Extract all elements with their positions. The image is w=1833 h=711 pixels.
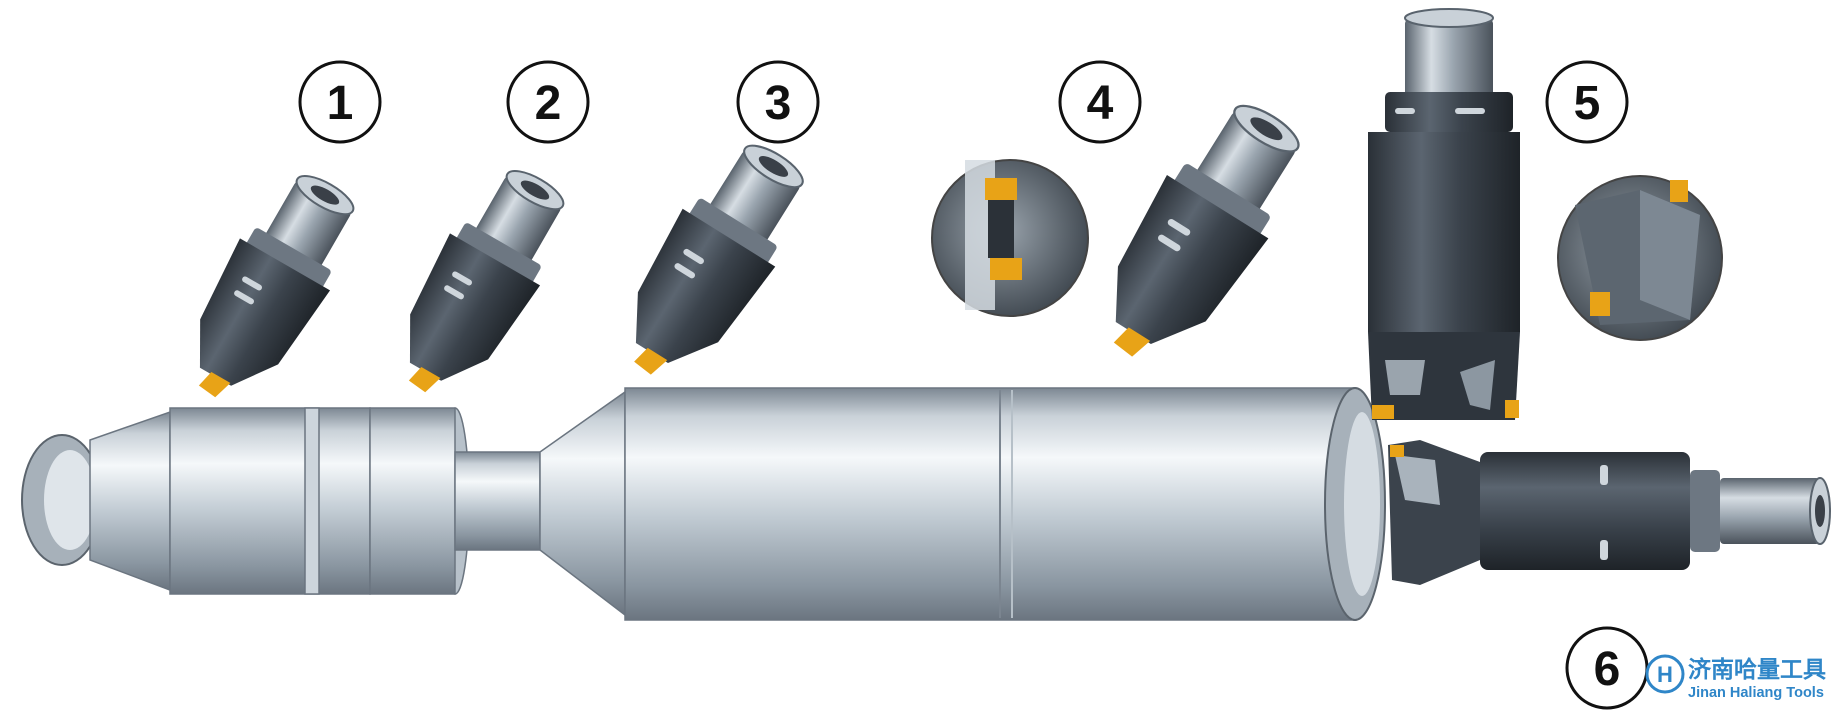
tool-holder-3 (598, 125, 828, 402)
tool-holder-6 (1388, 440, 1831, 585)
callout-4: 4 (1058, 60, 1142, 144)
logo-name-cn: 济南哈量工具 (1688, 656, 1826, 683)
callout-4-label: 4 (1087, 77, 1114, 130)
callout-5: 5 (1545, 60, 1629, 144)
callout-5-label: 5 (1574, 77, 1601, 130)
callout-3-label: 3 (765, 77, 792, 130)
callout-2: 2 (506, 60, 590, 144)
logo-mark-letter: H (1657, 662, 1673, 687)
callout-6-label: 6 (1594, 643, 1621, 696)
company-logo: H 济南哈量工具 Jinan Haliang Tools (1645, 654, 1826, 701)
tool-holder-1 (163, 157, 378, 422)
tool-holder-2 (373, 152, 588, 417)
detail-inset-5 (1557, 175, 1723, 341)
logo-name-en: Jinan Haliang Tools (1688, 685, 1824, 701)
callout-1: 1 (298, 60, 382, 144)
workpiece-shaft (21, 387, 1386, 621)
callout-2-label: 2 (535, 77, 562, 130)
detail-inset-4 (931, 159, 1089, 317)
callout-3: 3 (736, 60, 820, 144)
tool-holder-5 (1368, 8, 1520, 420)
callout-1-label: 1 (327, 77, 354, 130)
callout-6: 6 (1565, 626, 1649, 710)
logo-mark-icon (1645, 654, 1685, 694)
